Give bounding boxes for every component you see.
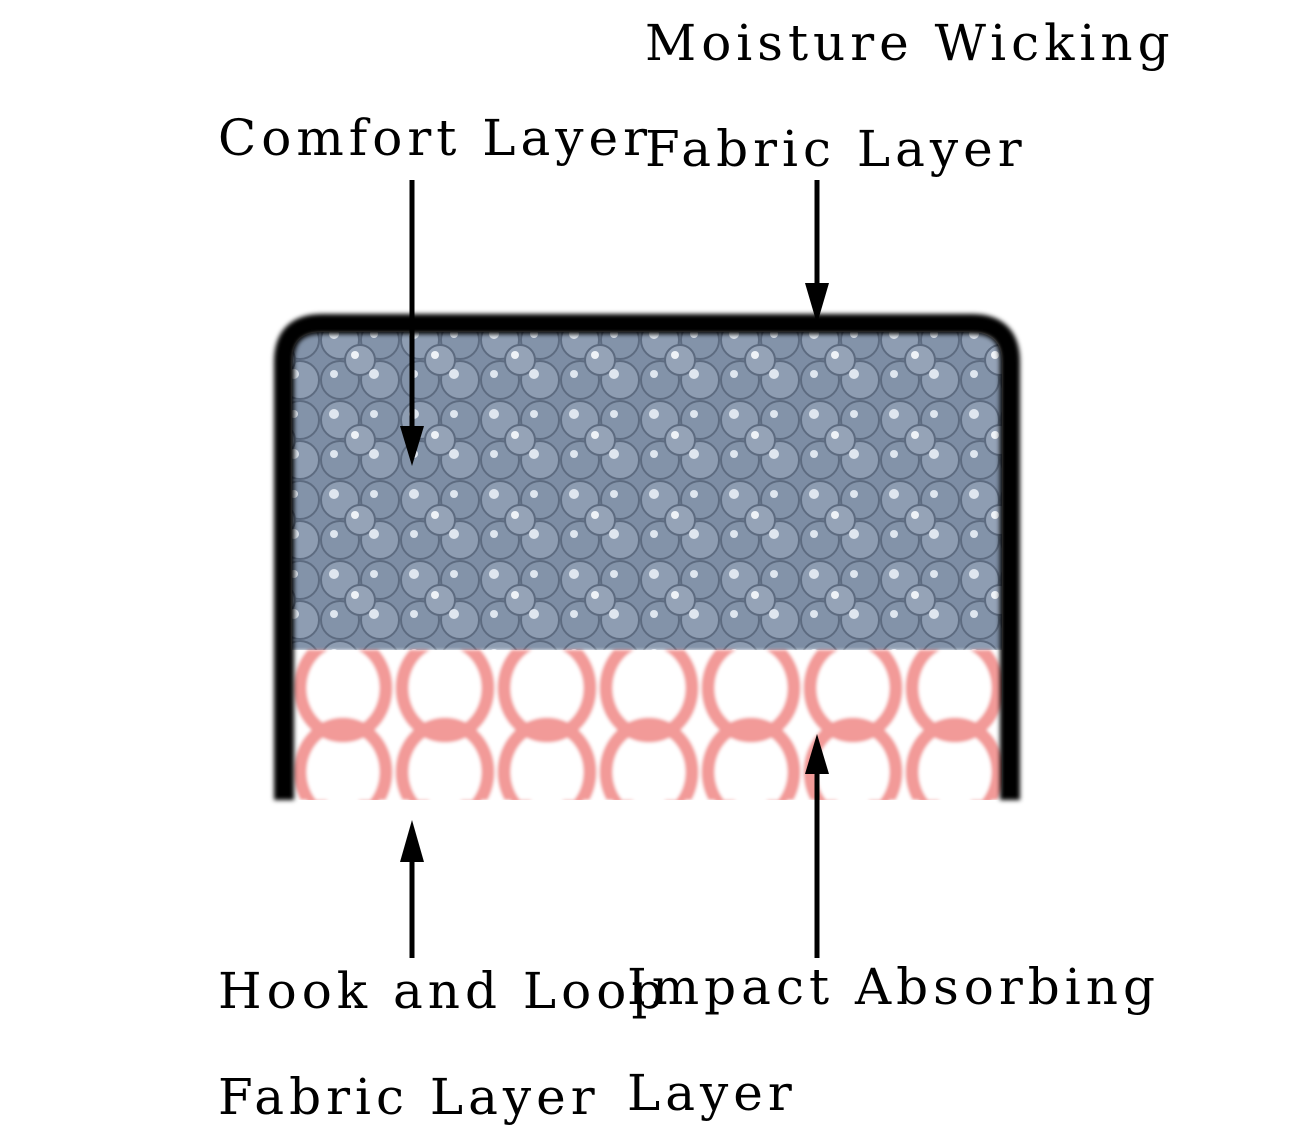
arrow-comfort	[400, 180, 424, 466]
impact-absorbing-mesh	[292, 650, 1002, 800]
arrow-moisture	[805, 180, 829, 324]
label-impact-line1: Impact Absorbing	[627, 958, 1160, 1016]
label-hook-loop-line1: Hook and Loop	[218, 962, 669, 1020]
label-moisture-wicking-line2: Fabric Layer	[645, 120, 1027, 178]
label-comfort-layer: Comfort Layer	[218, 109, 653, 167]
comfort-layer-fill	[292, 332, 1002, 650]
outer-fabric-border	[274, 314, 1020, 800]
label-hook-loop-line2: Fabric Layer	[218, 1068, 600, 1126]
arrow-hook-loop	[400, 820, 424, 958]
arrow-impact	[805, 734, 829, 958]
label-moisture-wicking-line1: Moisture Wicking	[645, 14, 1175, 72]
label-impact-line2: Layer	[627, 1064, 797, 1122]
